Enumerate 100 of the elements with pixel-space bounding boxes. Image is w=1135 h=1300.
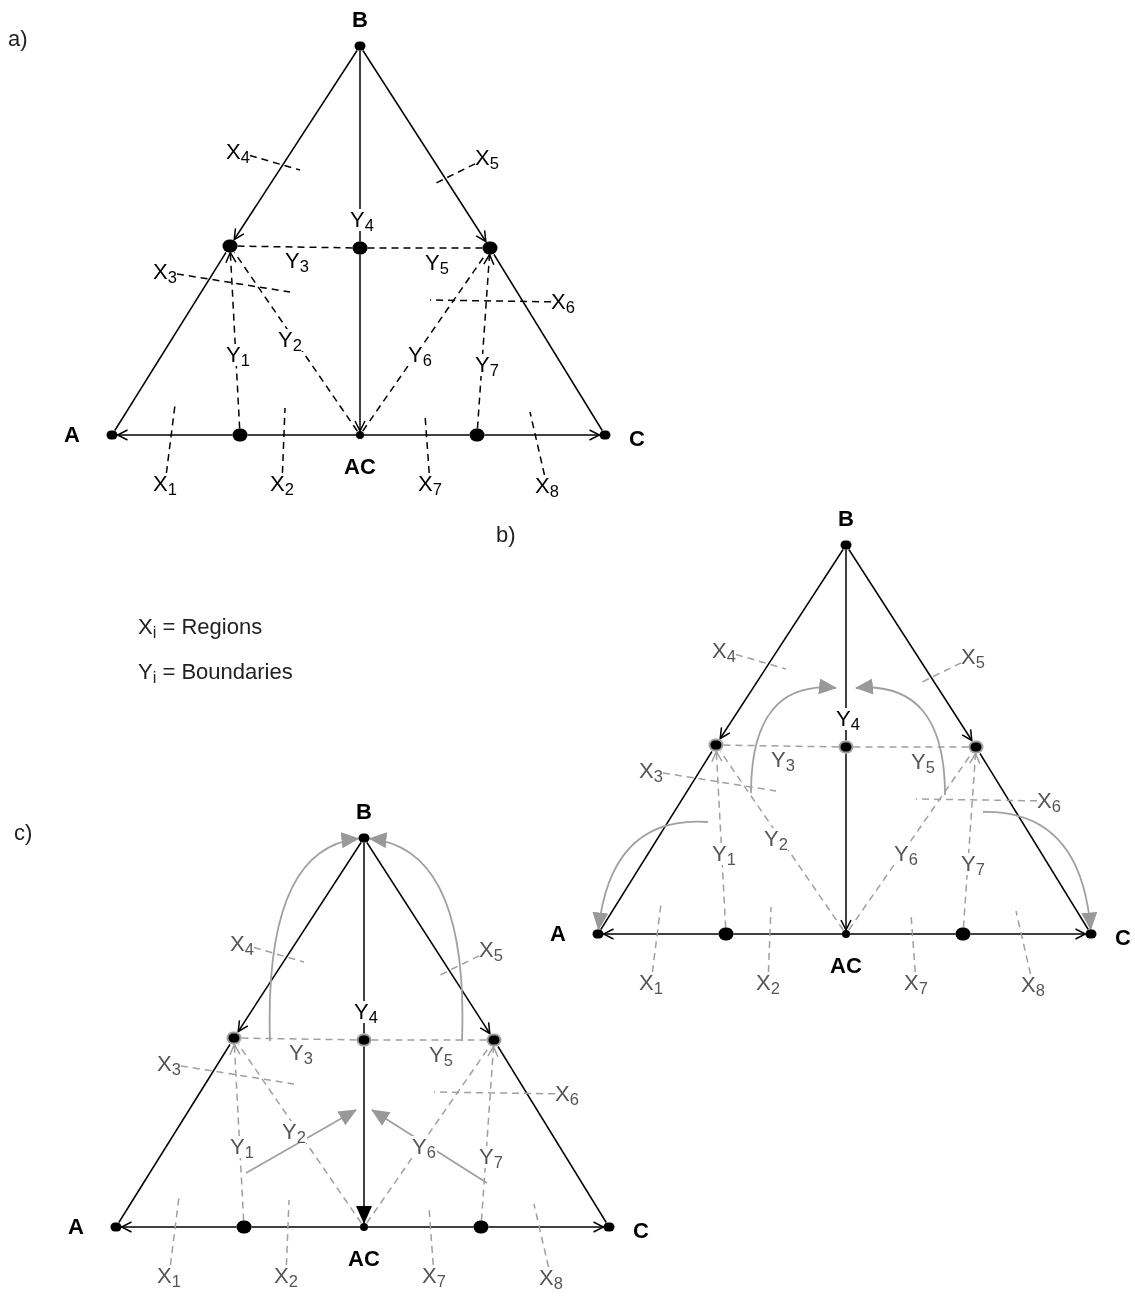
leader-line	[165, 404, 176, 474]
region-label: X$_{5}$	[961, 646, 985, 668]
boundary-label: Y$_{6}$	[411, 1136, 437, 1158]
curved-arrow	[368, 833, 464, 1042]
triangle-side	[849, 933, 957, 935]
boundary-line	[233, 251, 358, 432]
region-label: X$_{1}$	[157, 1265, 181, 1287]
leader-line	[285, 1199, 290, 1266]
boundary-label: Y$_{4}$	[353, 1001, 379, 1023]
arrow	[116, 429, 234, 441]
arrow	[848, 548, 973, 742]
leader-line	[662, 772, 777, 792]
arrow	[840, 752, 852, 931]
boundary-line	[480, 1045, 499, 1222]
region-label: X$_{8}$	[535, 475, 559, 497]
vertex-label: AC	[348, 1248, 380, 1270]
arrow	[233, 49, 358, 241]
region-label: X$_{2}$	[274, 1265, 298, 1287]
boundary-label: Y$_{2}$	[763, 828, 789, 850]
curved-arrow	[982, 811, 1097, 931]
leader-line	[176, 273, 291, 293]
arrow	[969, 928, 1087, 940]
boundary-label: Y$_{5}$	[428, 1044, 454, 1066]
region-label: X$_{8}$	[1021, 974, 1045, 996]
triangle-side	[497, 1045, 607, 1224]
boundary-line	[229, 1043, 245, 1222]
leader-line	[180, 1065, 295, 1085]
region-label: X$_{8}$	[539, 1267, 563, 1289]
boundary-label: Y$_{3}$	[770, 749, 796, 771]
boundary-label: Y$_{6}$	[407, 344, 433, 366]
leader-line	[249, 154, 301, 171]
leader-line	[169, 1196, 180, 1266]
arrow	[356, 1045, 372, 1224]
region-label: X$_{4}$	[226, 141, 250, 163]
triangle-side	[114, 251, 227, 432]
boundary-label: Y$_{3}$	[288, 1042, 314, 1064]
boundary-label: Y$_{7}$	[474, 354, 500, 376]
triangle-side	[600, 750, 713, 931]
leader-line	[253, 946, 305, 963]
panel-label: a)	[8, 28, 28, 50]
boundary-line	[722, 744, 840, 748]
vertex-label: B	[352, 9, 368, 31]
region-label: X$_{7}$	[422, 1265, 446, 1287]
boundary-line	[370, 1039, 488, 1041]
vertex-label: A	[550, 923, 566, 945]
leader-line	[529, 411, 546, 476]
region-label: X$_{1}$	[639, 972, 663, 994]
region-label: X$_{3}$	[157, 1053, 181, 1075]
vertex-label: C	[1115, 927, 1131, 949]
leader-line	[1015, 910, 1032, 975]
leader-line	[429, 299, 552, 303]
region-label: X$_{4}$	[230, 933, 254, 955]
vertex-label: C	[633, 1220, 649, 1242]
region-label: X$_{3}$	[639, 760, 663, 782]
boundary-label: Y$_{7}$	[478, 1146, 504, 1168]
boundary-label: Y$_{1}$	[711, 843, 737, 865]
triangle-side	[979, 752, 1089, 931]
curved-arrow	[593, 820, 709, 931]
boundary-label: Y$_{5}$	[424, 252, 450, 274]
arrow	[487, 1221, 605, 1233]
region-label: X$_{4}$	[712, 640, 736, 662]
boundary-line	[476, 253, 495, 430]
triangle-side	[493, 253, 603, 432]
boundary-label: Y$_{2}$	[281, 1121, 307, 1143]
region-label: X$_{6}$	[551, 291, 575, 313]
region-label: X$_{6}$	[555, 1083, 579, 1105]
arrow	[237, 841, 362, 1033]
region-label: X$_{6}$	[1037, 790, 1061, 812]
leader-line	[533, 1203, 550, 1268]
leader-line	[281, 407, 286, 474]
triangle-side	[845, 548, 847, 742]
vertex-label: A	[68, 1216, 84, 1238]
triangle-side	[732, 933, 843, 935]
boundary-label: Y$_{1}$	[229, 1136, 255, 1158]
boundary-line	[366, 247, 484, 249]
boundary-label: Y$_{1}$	[225, 344, 251, 366]
region-label: X$_{2}$	[756, 972, 780, 994]
vertex-label: A	[64, 424, 80, 446]
boundary-label: Y$_{3}$	[284, 250, 310, 272]
region-label: X$_{7}$	[418, 473, 442, 495]
leader-line	[735, 653, 787, 670]
triangle-side	[363, 841, 365, 1035]
region-label: X$_{7}$	[904, 972, 928, 994]
arrow	[483, 429, 601, 441]
triangle-side	[250, 1226, 361, 1228]
boundary-line	[225, 251, 241, 430]
vertex-label: B	[838, 508, 854, 530]
boundary-line	[237, 1043, 362, 1224]
arrow	[602, 928, 720, 940]
boundary-line	[711, 750, 727, 929]
boundary-line	[240, 1037, 358, 1041]
triangle-side	[246, 434, 357, 436]
panel-label: c)	[14, 822, 33, 844]
leader-line	[651, 903, 662, 973]
boundary-label: Y$_{5}$	[910, 751, 936, 773]
vertex-label: B	[356, 801, 372, 823]
triangle-side	[363, 434, 471, 436]
leader-line	[915, 798, 1038, 802]
boundary-label: Y$_{4}$	[835, 708, 861, 730]
boundary-line	[962, 752, 981, 929]
